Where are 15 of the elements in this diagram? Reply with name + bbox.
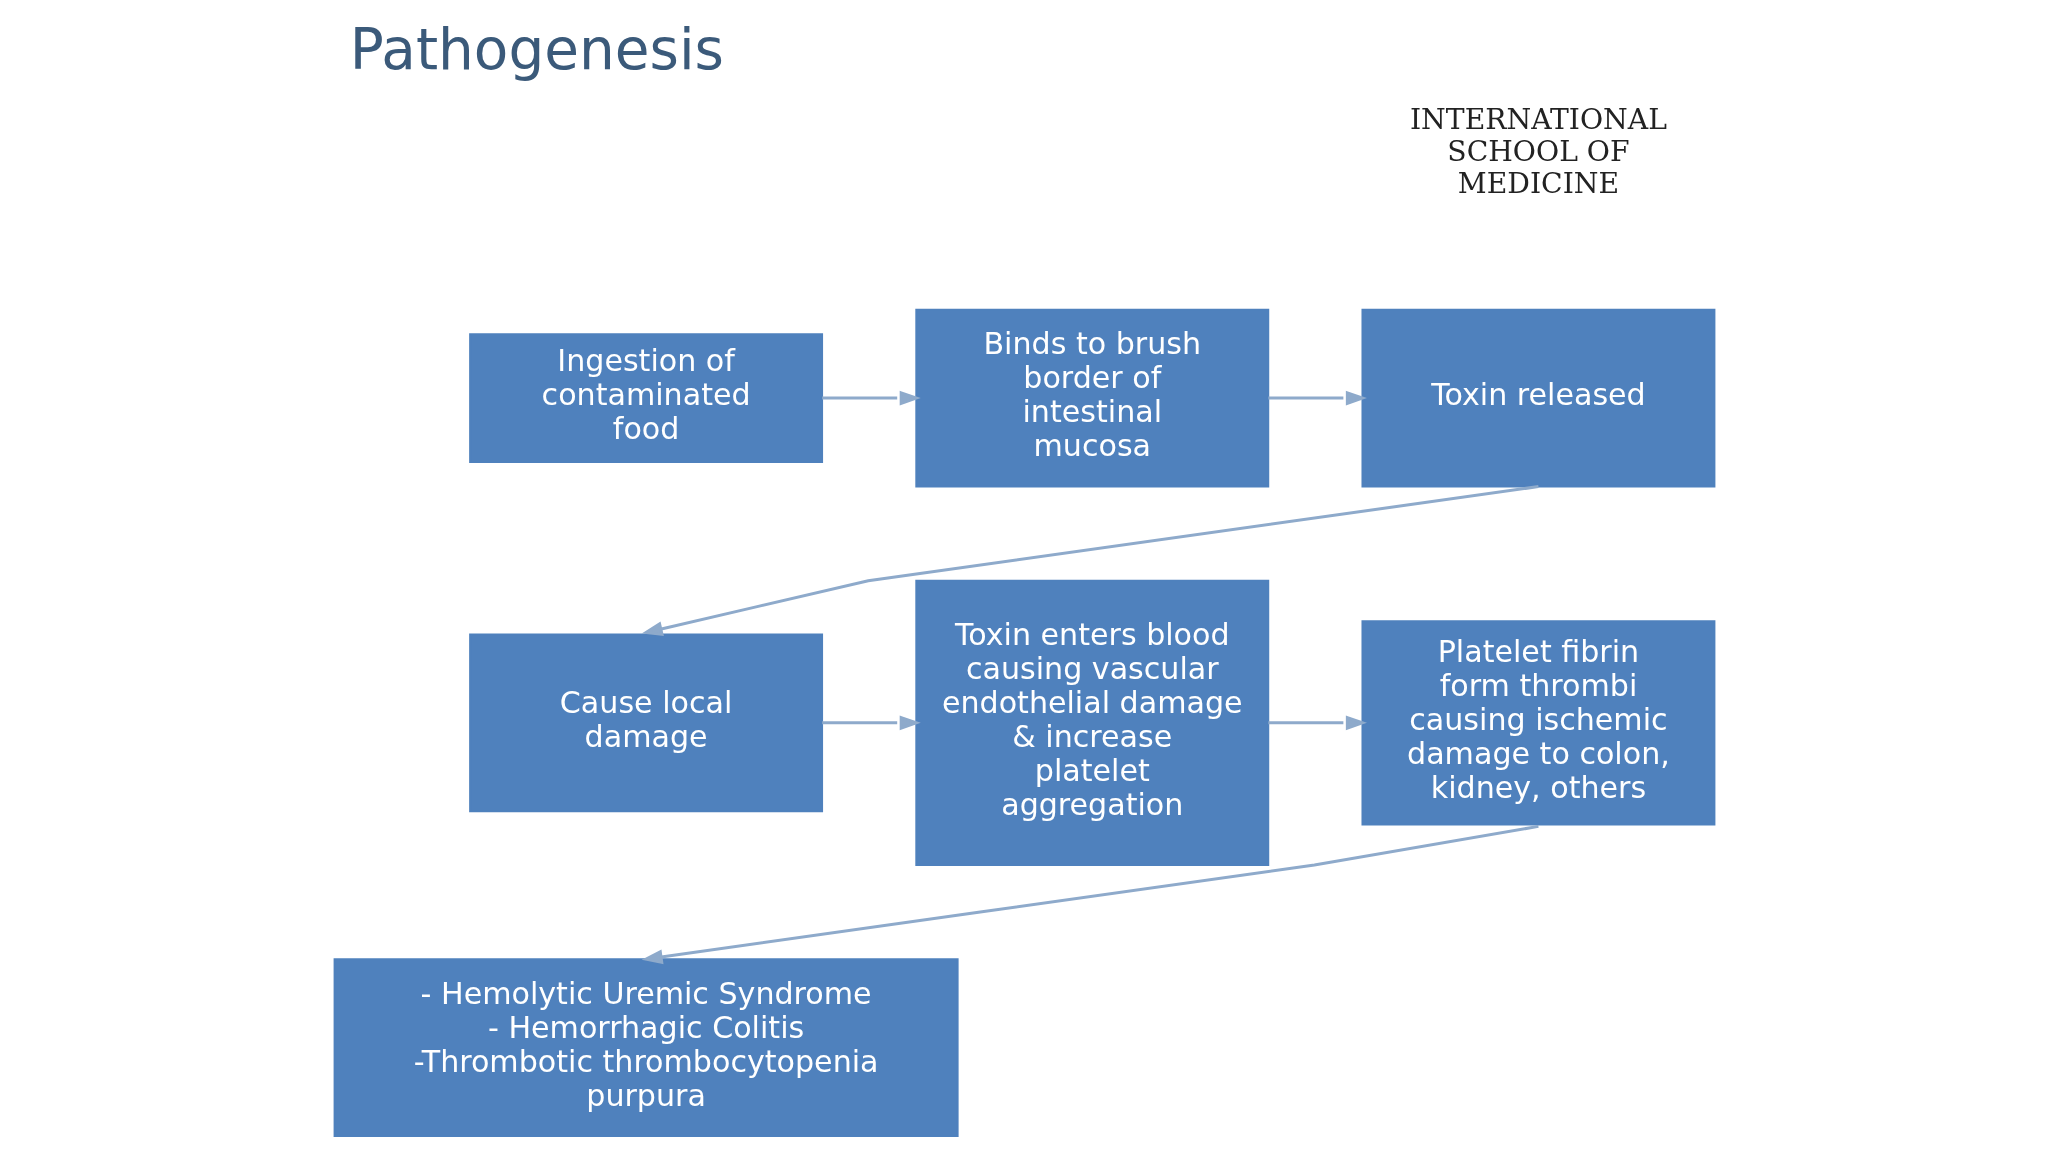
arrow	[821, 390, 921, 406]
label: INTERNATIONAL SCHOOL OF MEDICINE	[1409, 102, 1667, 200]
arrow	[821, 715, 921, 731]
arrow	[641, 824, 1539, 965]
arrow	[1267, 390, 1367, 406]
node-box: Ingestion of contaminated food	[468, 333, 823, 464]
node-box: Toxin released	[1361, 308, 1715, 488]
node-box: Binds to brush border of intestinal mucosa	[914, 308, 1269, 488]
arrow	[641, 485, 1539, 636]
node-box: Cause local damage	[468, 633, 823, 813]
node-box: Toxin enters blood causing vascular endothelial damage & increase platelet aggregation	[914, 579, 1269, 866]
arrow	[1267, 715, 1367, 731]
node-box: Platelet fibrin form thrombi causing ischemic damage to colon, kidney, others	[1361, 620, 1715, 826]
diagram-title: Pathogenesis	[349, 16, 724, 82]
node-box: - Hemolytic Uremic Syndrome - Hemorrhagic Colitis -Thrombotic thrombocytopenia purpura	[333, 958, 959, 1137]
